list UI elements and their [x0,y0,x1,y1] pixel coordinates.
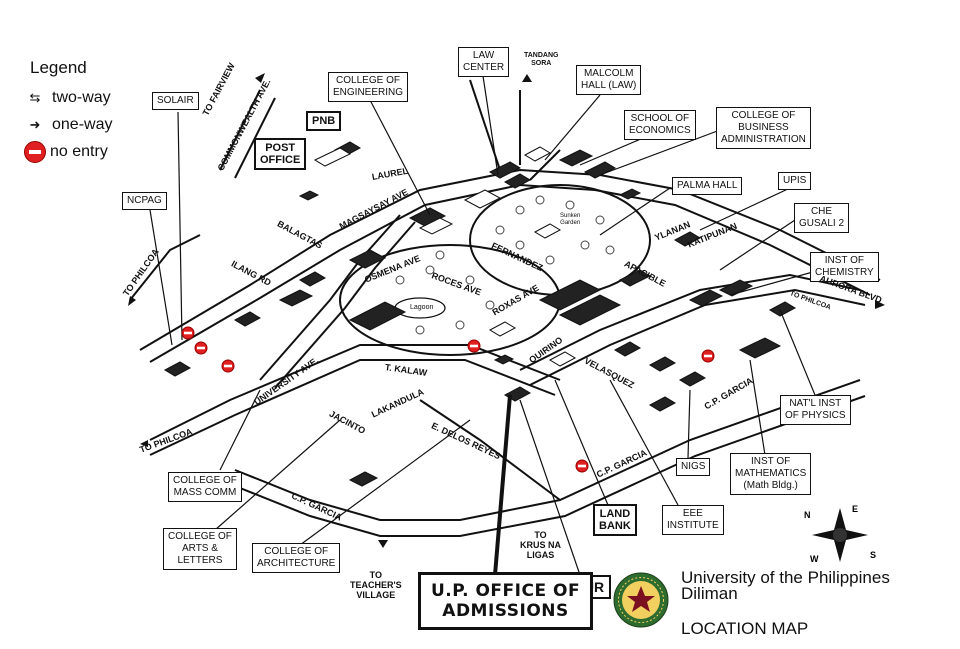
label-college-mass-comm: COLLEGE OF MASS COMM [168,472,242,502]
compass-rose-icon: N E S W [804,504,876,564]
two-way-icon: ⇆ [29,89,41,105]
legend-item-two-way: ⇆ two-way [24,84,154,111]
label-solair: SOLAIR [152,92,199,110]
compass-n: N [804,510,811,520]
legend-label: two-way [52,88,111,106]
label-college-business: COLLEGE OF BUSINESS ADMINISTRATION [716,107,811,149]
compass-w: W [810,554,819,564]
label-school-economics: SCHOOL OF ECONOMICS [624,110,696,140]
label-inst-mathematics: INST OF MATHEMATICS (Math Bldg.) [730,453,812,495]
label-pnb: PNB [306,111,342,131]
label-college-engineering: COLLEGE OF ENGINEERING [328,72,409,102]
label-land-bank: LAND BANK [593,504,637,536]
compass-e: E [852,504,858,514]
legend-label: no entry [50,142,108,160]
compass-s: S [870,550,876,560]
university-name: University of the Philippines Diliman [681,568,890,603]
label-college-architecture: COLLEGE OF ARCHITECTURE [252,543,341,573]
up-seal-logo [613,572,669,628]
label-to-teachers-village: TO TEACHER'S VILLAGE [350,570,402,600]
label-admissions: U.P. OFFICE OF ADMISSIONS [418,572,594,630]
legend-item-one-way: ➜ one-way [24,111,154,138]
map-title: LOCATION MAP [681,619,809,638]
legend-item-no-entry: no entry [24,138,154,165]
no-entry-markers [181,326,715,473]
label-natl-inst-physics: NAT'L INST OF PHYSICS [780,395,851,425]
one-way-icon: ➜ [29,116,41,132]
label-tandang-sora: TANDANG SORA [524,52,559,67]
label-upis: UPIS [778,172,812,190]
label-sunken-garden: Sunken Garden [560,213,581,226]
label-inst-chemistry: INST OF CHEMISTRY [810,252,879,282]
label-to-krus-na-ligas: TO KRUS NA LIGAS [520,530,562,560]
label-nigs: NIGS [676,458,711,476]
label-college-arts-letters: COLLEGE OF ARTS & LETTERS [163,528,237,570]
label-palma-hall: PALMA HALL [672,177,743,195]
label-lagoon: Lagoon [410,304,434,311]
label-ncpag: NCPAG [122,192,167,210]
legend-label: one-way [52,115,113,133]
leader-lines [149,75,821,576]
legend: Legend ⇆ two-way ➜ one-way no entry [24,58,154,165]
label-law-center: LAW CENTER [458,47,510,77]
building-blocks [163,141,797,487]
legend-title: Legend [30,58,87,77]
label-malcolm-hall: MALCOLM HALL (LAW) [576,65,642,95]
no-entry-icon [24,140,46,163]
label-che-gusali: CHE GUSALI 2 [794,203,850,233]
label-post-office: POST OFFICE [254,138,307,170]
label-eee-institute: EEE INSTITUTE [662,505,724,535]
direction-arrows [128,73,885,548]
